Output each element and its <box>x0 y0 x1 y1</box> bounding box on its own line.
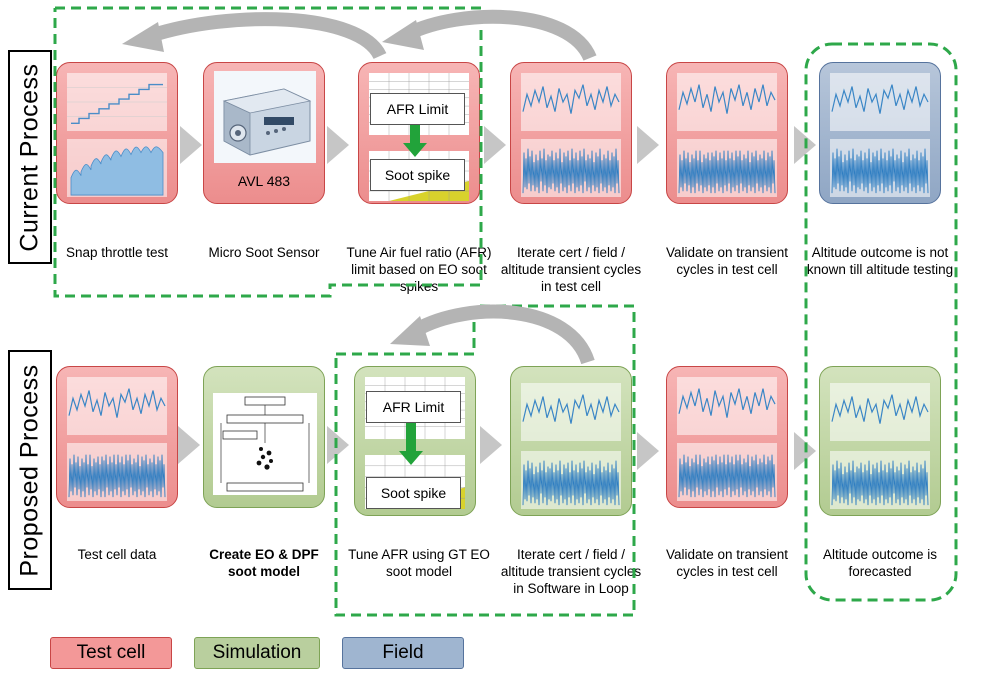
engine-torque-plot <box>830 451 930 509</box>
step-arrow <box>637 432 659 470</box>
engine-speed-plot <box>677 377 777 435</box>
step-arrow <box>794 126 816 164</box>
validate-proposed-card <box>666 366 788 508</box>
step-arrow <box>327 426 349 464</box>
proposed-process-text: Proposed Process <box>15 363 44 577</box>
altitude-unknown-card <box>819 62 941 204</box>
altitude-unknown-caption: Altitude outcome is not known till altit… <box>806 245 954 277</box>
engine-torque-plot <box>677 139 777 197</box>
soot-spike-callout: Soot spike <box>366 477 461 509</box>
snap-throttle-caption: Snap throttle test <box>65 245 169 260</box>
soot-sensor-device-image <box>214 71 316 163</box>
step-arrow <box>794 432 816 470</box>
tune-afr-model-caption: Tune AFR using GT EO soot model <box>348 547 490 579</box>
legend-simulation: Simulation <box>194 637 320 669</box>
engine-speed-plot <box>521 383 621 441</box>
engine-speed-plot <box>67 377 167 435</box>
altitude-forecast-caption: Altitude outcome is forecasted <box>822 547 938 579</box>
engine-speed-plot <box>677 73 777 131</box>
tune-afr-model-card: AFR Limit Soot spike <box>354 366 476 516</box>
engine-torque-plot <box>521 139 621 197</box>
legend-test-cell: Test cell <box>50 637 172 669</box>
soot-sensor-card: AVL 483 <box>203 62 325 204</box>
validate-caption: Validate on transient cycles in test cel… <box>665 245 789 277</box>
green-down-arrow-icon <box>399 451 423 465</box>
afr-limit-callout: AFR Limit <box>366 391 461 423</box>
iterate-cycles-caption: Iterate cert / field / altitude transien… <box>500 245 642 294</box>
loop-arrow-current-left <box>147 12 387 60</box>
soot-sensor-caption: Micro Soot Sensor <box>208 245 320 260</box>
snap-throttle-card <box>56 62 178 204</box>
soot-sensor-device-label: AVL 483 <box>237 173 291 189</box>
iterate-sil-card <box>510 366 632 516</box>
loop-arrowhead-icon <box>390 316 430 346</box>
test-cell-data-caption: Test cell data <box>77 547 157 562</box>
proposed-process-label: Proposed Process <box>8 350 52 590</box>
engine-speed-plot <box>830 383 930 441</box>
engine-torque-plot <box>677 443 777 501</box>
engine-torque-plot <box>830 139 930 197</box>
soot-model-caption: Create EO & DPF soot model <box>209 547 319 579</box>
afr-limit-callout: AFR Limit <box>370 93 465 125</box>
loop-arrowhead-icon <box>382 20 424 50</box>
loop-arrowhead-icon <box>122 22 164 52</box>
current-process-label: Current Process <box>8 50 52 264</box>
iterate-cycles-card <box>510 62 632 204</box>
current-process-text: Current Process <box>15 62 44 252</box>
soot-spike-callout: Soot spike <box>370 159 465 191</box>
legend-field: Field <box>342 637 464 669</box>
validate-proposed-caption: Validate on transient cycles in test cel… <box>665 547 789 579</box>
validate-card <box>666 62 788 204</box>
step-arrow <box>484 126 506 164</box>
engine-speed-plot <box>67 73 167 131</box>
engine-torque-plot <box>67 139 167 197</box>
green-arrow-shaft <box>406 423 416 453</box>
engine-speed-plot <box>830 73 930 131</box>
engine-speed-plot <box>521 73 621 131</box>
step-arrow <box>327 126 349 164</box>
step-arrow <box>480 426 502 464</box>
step-arrow <box>637 126 659 164</box>
step-arrow <box>180 126 202 164</box>
green-arrow-shaft <box>410 125 420 145</box>
step-arrow <box>178 426 200 464</box>
loop-arrow-proposed <box>412 304 595 365</box>
altitude-forecast-card <box>819 366 941 516</box>
soot-model-flow-image <box>213 393 317 495</box>
tune-afr-caption: Tune Air fuel ratio (AFR) limit based on… <box>346 245 492 294</box>
engine-torque-plot <box>67 443 167 501</box>
engine-torque-plot <box>521 451 621 509</box>
iterate-sil-caption: Iterate cert / field / altitude transien… <box>500 547 642 596</box>
test-cell-data-card <box>56 366 178 508</box>
tune-afr-card: AFR Limit Soot spike <box>358 62 480 204</box>
green-down-arrow-icon <box>403 143 427 157</box>
loop-arrow-current-right <box>404 9 597 62</box>
soot-model-card <box>203 366 325 508</box>
